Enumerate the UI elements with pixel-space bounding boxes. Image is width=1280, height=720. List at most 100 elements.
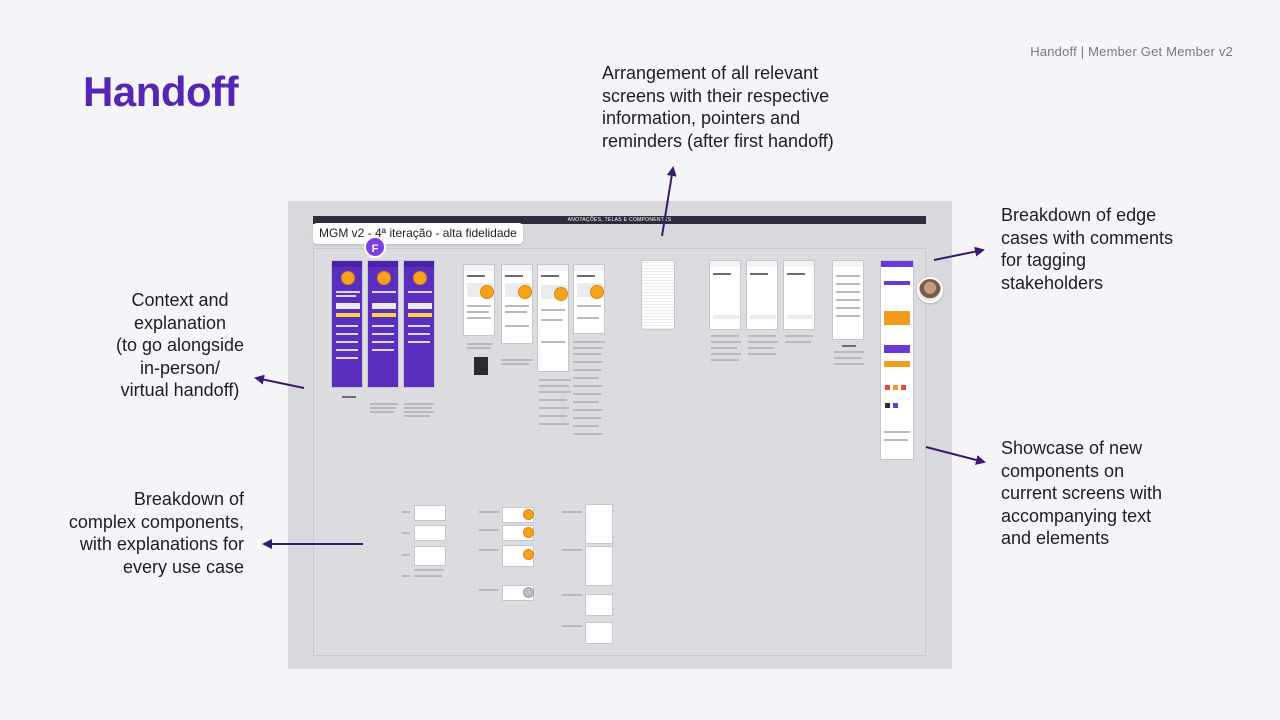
note-line: Arrangement of all relevant <box>602 63 819 83</box>
caption-line <box>573 341 605 343</box>
text-line <box>336 333 358 335</box>
caption-line <box>404 407 432 409</box>
component-card <box>585 504 613 544</box>
text-line <box>577 275 595 277</box>
screen-white-4 <box>573 264 605 334</box>
coin-icon <box>523 509 534 520</box>
note-line: virtual handoff) <box>120 380 240 400</box>
caption-line <box>573 347 603 349</box>
caption-line <box>479 589 499 591</box>
figma-board[interactable]: ANOTAÇÕES, TELAS E COMPONENTES <box>288 201 952 669</box>
caption-line <box>467 347 491 349</box>
frame-label[interactable]: MGM v2 - 4ª iteração - alta fidelidade <box>313 223 523 244</box>
text-line <box>836 283 860 285</box>
text-line <box>467 275 485 277</box>
cta-bar <box>372 313 396 317</box>
text-line <box>505 305 529 307</box>
caption-line <box>711 335 739 337</box>
text-line <box>836 299 860 301</box>
note-line: for tagging <box>1001 250 1087 270</box>
note-line: accompanying text <box>1001 505 1152 526</box>
board-topbar: ANOTAÇÕES, TELAS E COMPONENTES <box>313 216 926 224</box>
component-card <box>502 525 534 541</box>
note-context: Context and explanation (to go alongside… <box>90 289 270 402</box>
row-label <box>402 554 410 556</box>
coin-icon <box>523 527 534 538</box>
caption-line <box>834 351 864 353</box>
text-line <box>541 341 565 343</box>
document-thumbnail <box>641 260 675 330</box>
screen-header <box>538 265 568 271</box>
screen-white-2 <box>501 264 533 344</box>
store-logo <box>901 385 906 390</box>
note-line: cases with comments <box>1001 227 1174 248</box>
text-line <box>541 319 563 321</box>
text-line <box>336 295 356 297</box>
caption-line <box>539 391 571 393</box>
text-line <box>336 349 358 351</box>
screen-edge-2 <box>746 260 778 330</box>
screen-edge-1 <box>709 260 741 330</box>
note-line: complex components, <box>68 511 244 532</box>
screen-header <box>502 265 532 271</box>
component-card <box>414 525 446 541</box>
coin-icon <box>590 285 604 299</box>
board-frame <box>313 248 926 656</box>
note-line: every use case <box>122 556 244 577</box>
row-label <box>402 575 410 577</box>
caption-line <box>370 411 394 413</box>
text-line <box>372 333 394 335</box>
note-line: explanation <box>133 312 227 333</box>
component-card <box>502 545 534 567</box>
cta-bar <box>336 313 360 317</box>
caption-line <box>539 379 571 381</box>
banner <box>884 281 910 285</box>
promo-card <box>884 311 910 325</box>
caption-line <box>479 511 499 513</box>
note-line: stakeholders <box>1001 272 1104 293</box>
note-line: reminders (after first handoff) <box>602 130 834 151</box>
text-line <box>372 291 396 293</box>
caption-line <box>562 511 582 513</box>
text-line <box>836 307 860 309</box>
coin-icon <box>554 287 568 301</box>
coin-icon <box>523 587 534 598</box>
text-line <box>467 317 491 319</box>
coin-icon <box>341 271 355 285</box>
coin-icon <box>518 285 532 299</box>
text-line <box>787 273 805 275</box>
component-card <box>414 546 446 566</box>
note-line: current screens with <box>1001 483 1163 503</box>
component-card <box>502 507 534 523</box>
promo-card <box>884 361 910 367</box>
caption-line <box>573 361 603 363</box>
screen-header <box>332 261 362 267</box>
note-line: components on <box>1001 460 1125 481</box>
caption-line <box>479 529 499 531</box>
header-tag: Handoff | Member Get Member v2 <box>1030 44 1233 59</box>
screen-header <box>574 265 604 271</box>
screen-purple-1 <box>331 260 363 388</box>
note-line: information, pointers and <box>602 108 801 128</box>
text-line <box>372 349 394 351</box>
coin-icon <box>377 271 391 285</box>
cta-bar <box>408 313 432 317</box>
input-box <box>408 303 432 309</box>
caption-line <box>539 385 569 387</box>
caption-line <box>539 423 569 425</box>
caption-line <box>404 411 434 413</box>
input-box <box>336 303 360 309</box>
screen-home-showcase <box>880 260 914 460</box>
note-line: with explanations for <box>79 534 244 554</box>
row-label <box>402 511 410 513</box>
screen-header <box>747 261 777 267</box>
note-line: (to go alongside <box>115 335 245 355</box>
screen-purple-2 <box>367 260 399 388</box>
text-line <box>467 311 489 313</box>
caption-line <box>479 549 499 551</box>
text-line <box>505 275 523 277</box>
input-box <box>750 315 776 319</box>
caption-line <box>573 377 599 379</box>
avatar[interactable] <box>917 277 943 303</box>
